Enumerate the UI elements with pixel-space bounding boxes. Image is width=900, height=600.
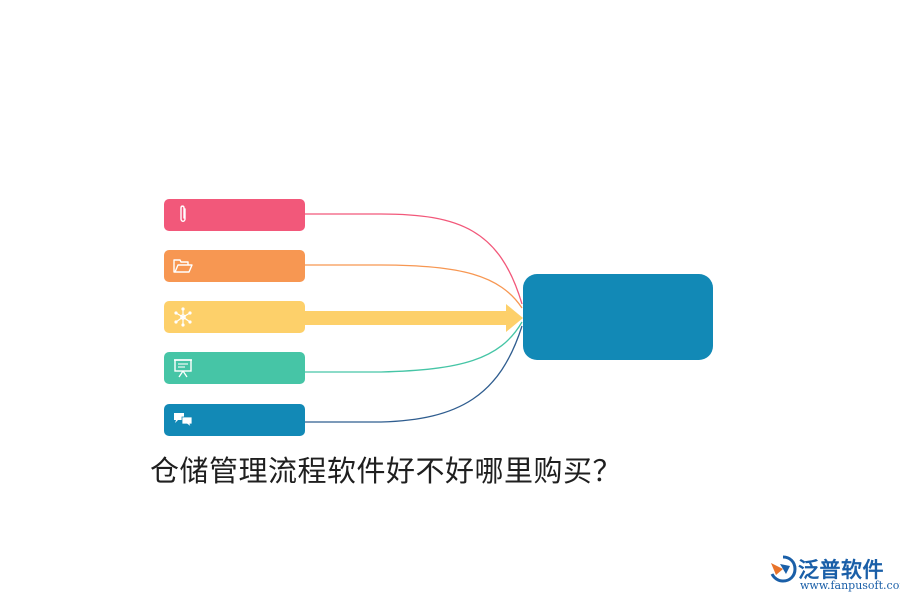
connector-5 [305, 325, 523, 423]
central-topic-box [523, 274, 713, 360]
presentation-icon [174, 359, 192, 378]
chat-icon [174, 413, 193, 429]
topic-pill-2 [164, 250, 305, 282]
network-icon [174, 307, 192, 327]
topic-pill-3 [164, 301, 305, 333]
brand-url: www.fanpusoft.com [800, 579, 900, 592]
brand-mark-icon [770, 555, 797, 583]
topic-pill-5 [164, 404, 305, 436]
paperclip-icon [180, 205, 186, 222]
folder-icon [173, 259, 193, 273]
topic-pill-1 [164, 199, 305, 231]
connector-3-band [304, 311, 508, 325]
brand-name: 泛普软件 [798, 558, 884, 582]
brand-logo: 泛普软件 www.fanpusoft.com [768, 552, 900, 594]
connector-1 [305, 213, 523, 305]
connector-2 [305, 264, 523, 309]
connector-4 [305, 321, 523, 373]
page-caption: 仓储管理流程软件好不好哪里购买？ [150, 454, 623, 488]
connector-3-arrowhead [506, 304, 523, 332]
topic-pill-4 [164, 352, 305, 384]
